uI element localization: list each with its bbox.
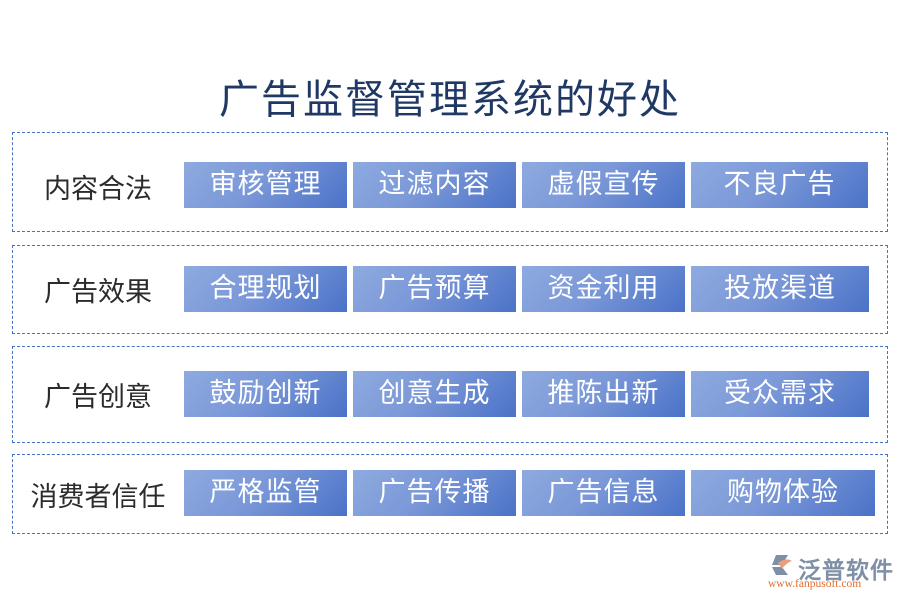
item-button[interactable]: 资金利用: [522, 266, 685, 312]
item-button[interactable]: 推陈出新: [522, 371, 685, 417]
item-button[interactable]: 购物体验: [691, 470, 875, 516]
row-ad-creativity: 广告创意 鼓励创新 创意生成 推陈出新 受众需求: [12, 346, 888, 443]
row-label: 内容合法: [44, 174, 152, 205]
item-button[interactable]: 受众需求: [691, 371, 869, 417]
item-button[interactable]: 审核管理: [184, 162, 347, 208]
row-label: 消费者信任: [30, 482, 166, 513]
logo-url: www.fanpusoft.com: [768, 578, 862, 590]
item-button[interactable]: 鼓励创新: [184, 371, 347, 417]
item-button[interactable]: 广告信息: [522, 470, 685, 516]
row-consumer-trust: 消费者信任 严格监管 广告传播 广告信息 购物体验: [12, 454, 888, 534]
page-title: 广告监督管理系统的好处: [219, 77, 681, 123]
item-button[interactable]: 投放渠道: [691, 266, 869, 312]
item-button[interactable]: 创意生成: [353, 371, 516, 417]
item-button[interactable]: 严格监管: [184, 470, 347, 516]
row-content-legal: 内容合法 审核管理 过滤内容 虚假宣传 不良广告: [12, 132, 888, 232]
item-button[interactable]: 过滤内容: [353, 162, 516, 208]
row-label: 广告效果: [44, 277, 152, 308]
fanpu-logo-icon: [772, 555, 792, 575]
logo-name: 泛普软件: [798, 558, 894, 584]
item-button[interactable]: 虚假宣传: [522, 162, 685, 208]
item-button[interactable]: 合理规划: [184, 266, 347, 312]
item-button[interactable]: 广告预算: [353, 266, 516, 312]
row-label: 广告创意: [44, 382, 152, 413]
fanpu-logo: 泛普软件 www.fanpusoft.com: [764, 551, 894, 595]
item-button[interactable]: 不良广告: [691, 162, 868, 208]
item-button[interactable]: 广告传播: [353, 470, 516, 516]
row-ad-effect: 广告效果 合理规划 广告预算 资金利用 投放渠道: [12, 245, 888, 334]
